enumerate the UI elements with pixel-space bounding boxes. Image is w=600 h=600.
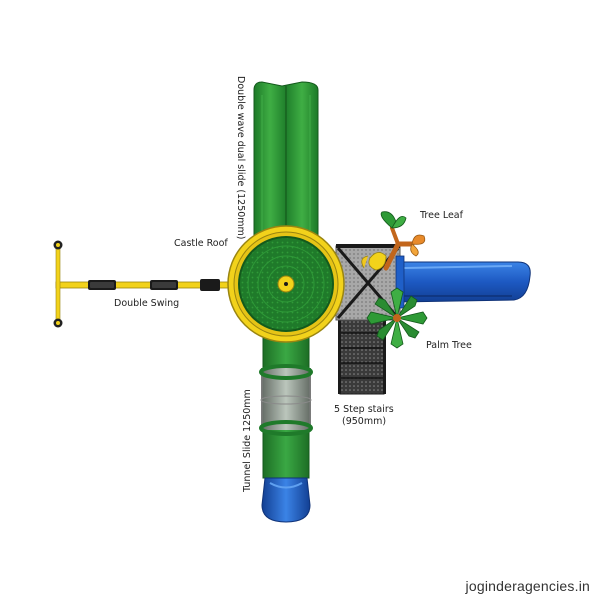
dual-wave-slide [253, 81, 319, 236]
stairs-size-label: (950mm) [342, 416, 387, 427]
blue-side-slide [395, 255, 531, 309]
double-swing [53, 240, 237, 328]
double-swing-label: Double Swing [114, 298, 180, 309]
palm-tree-label: Palm Tree [426, 340, 472, 351]
palm-tree [366, 287, 428, 349]
step-stairs [338, 317, 386, 395]
tree-leaf [361, 211, 426, 271]
castle-roof [227, 225, 345, 343]
dual-slide-label: Double wave dual slide (1250mm) [235, 76, 246, 240]
tunnel-slide-label: Tunnel Slide 1250mm [242, 389, 253, 492]
watermark: joginderagencies.in [465, 578, 590, 594]
castle-roof-label: Castle Roof [174, 238, 228, 249]
tunnel-slide [259, 329, 313, 523]
tree-leaf-label: Tree Leaf [420, 210, 463, 221]
stairs-label: 5 Step stairs [334, 404, 394, 415]
